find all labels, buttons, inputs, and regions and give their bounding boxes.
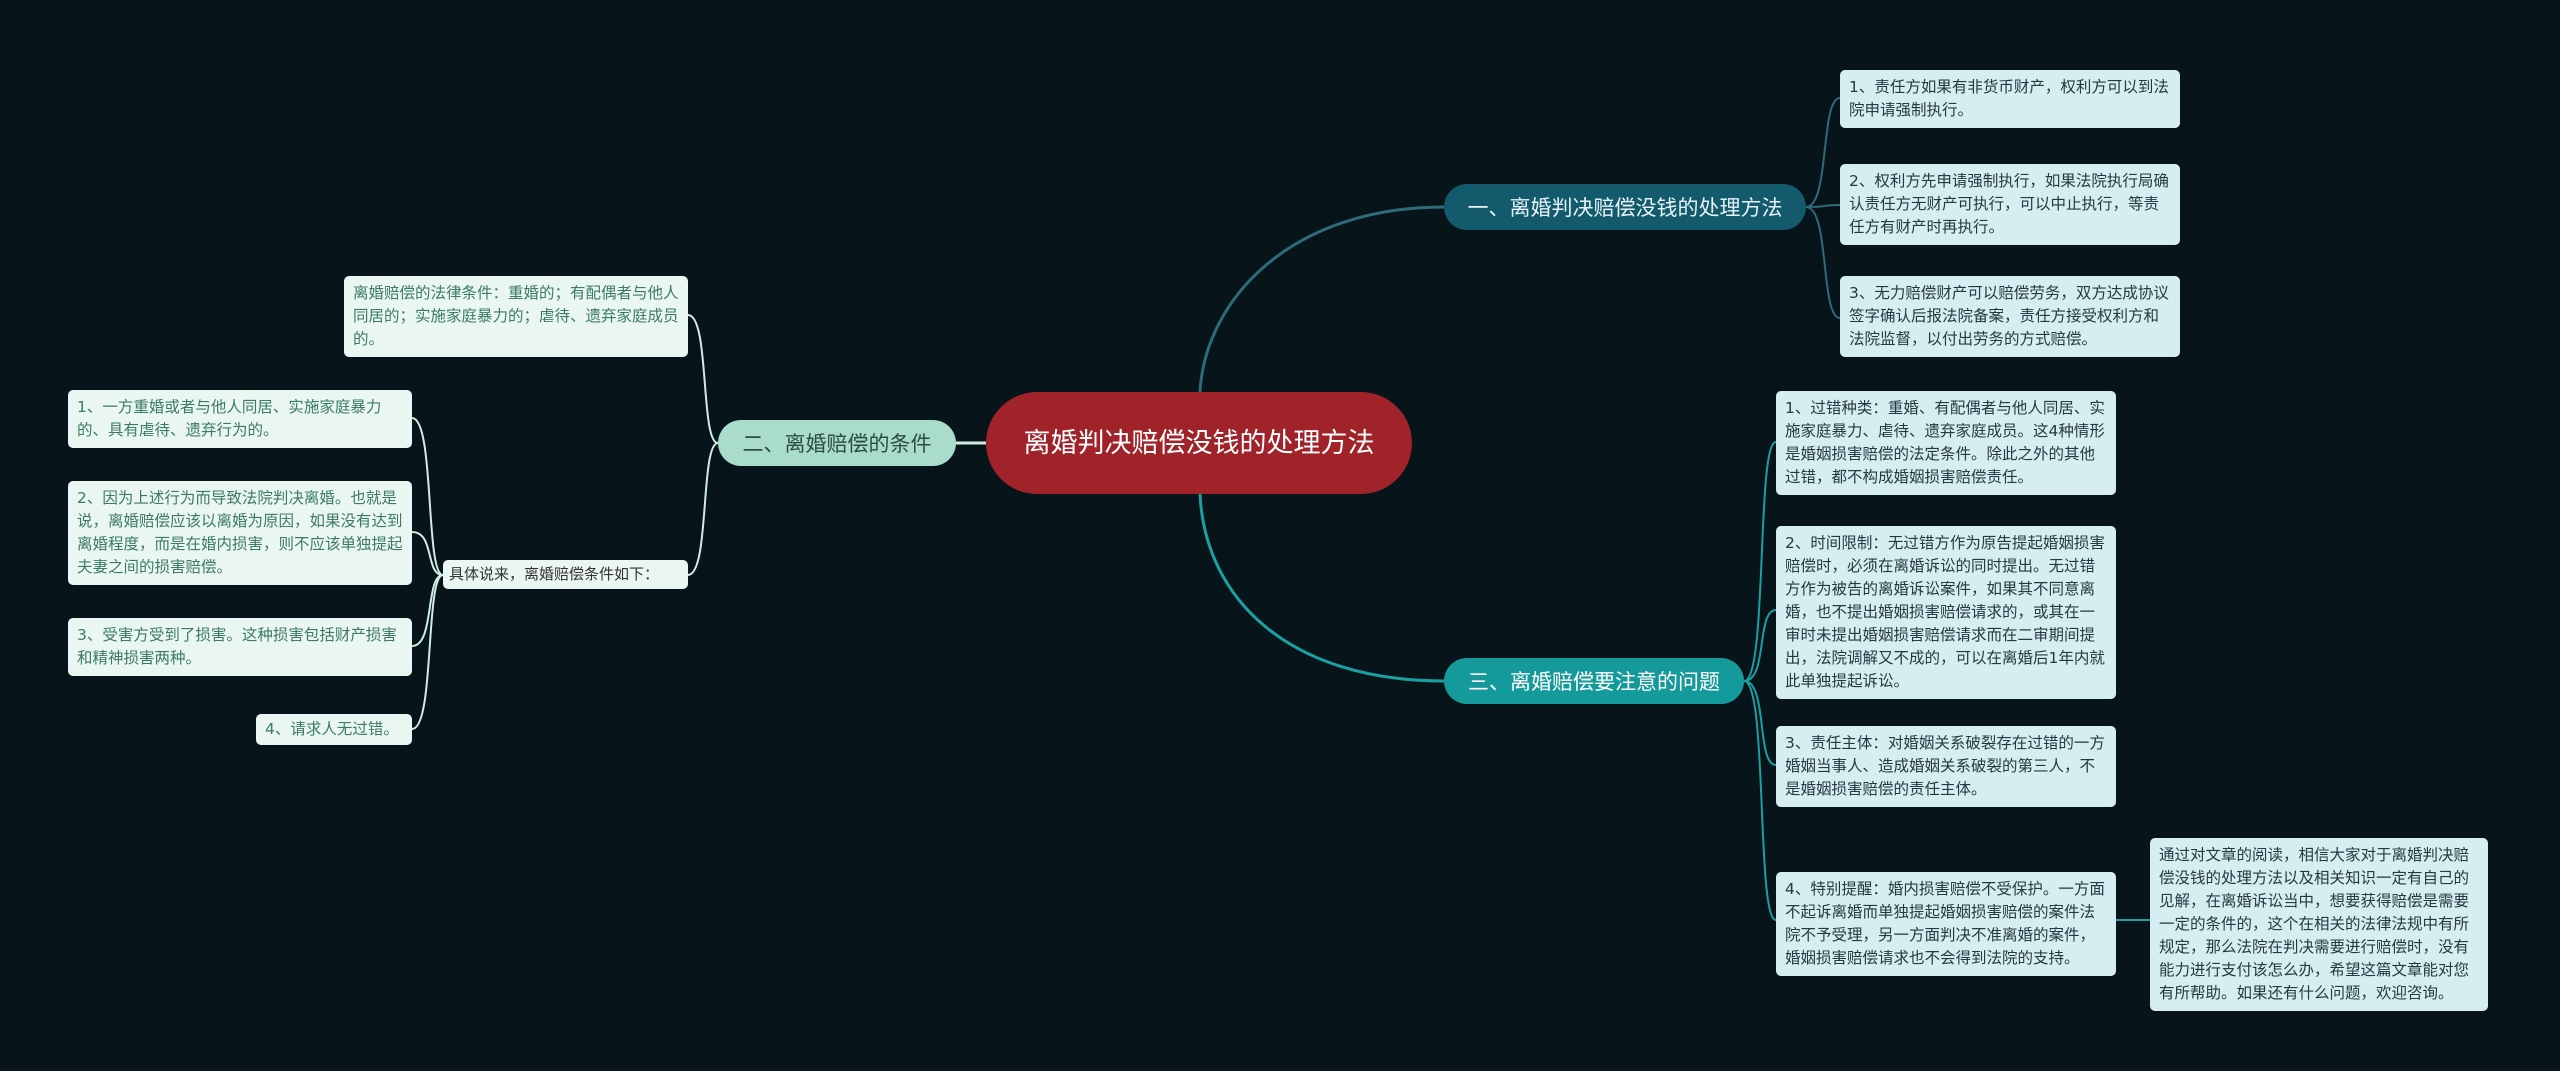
- branch-issues-to-note[interactable]: 三、离婚赔偿要注意的问题: [1444, 658, 1744, 704]
- leaf-condition-3[interactable]: 3、受害方受到了损害。这种损害包括财产损害和精神损害两种。: [68, 618, 412, 676]
- connector-b1-leaf1: [1805, 97, 1841, 208]
- root-topic[interactable]: 离婚判决赔偿没钱的处理方法: [986, 392, 1412, 494]
- connector-specific-item2: [411, 531, 444, 576]
- connector-root-branch1: [1198, 205, 1445, 393]
- leaf-b3-item-1[interactable]: 1、过错种类：重婚、有配偶者与他人同居、实施家庭暴力、虐待、遗弃家庭成员。这4种…: [1776, 391, 2116, 495]
- connector-b3-leaf4: [1743, 680, 1777, 921]
- connector-b3-leaf3: [1743, 680, 1777, 766]
- connector-specific-item3: [411, 574, 444, 647]
- leaf-condition-2[interactable]: 2、因为上述行为而导致法院判决离婚。也就是说，离婚赔偿应该以离婚为原因，如果没有…: [68, 481, 412, 585]
- leaf-condition-4[interactable]: 4、请求人无过错。: [256, 714, 412, 745]
- branch-handling-methods[interactable]: 一、离婚判决赔偿没钱的处理方法: [1444, 184, 1806, 230]
- leaf-legal-conditions[interactable]: 离婚赔偿的法律条件：重婚的；有配偶者与他人同居的；实施家庭暴力的；虐待、遗弃家庭…: [344, 276, 688, 357]
- leaf-b3-item-4[interactable]: 4、特别提醒：婚内损害赔偿不受保护。一方面不起诉离婚而单独提起婚姻损害赔偿的案件…: [1776, 872, 2116, 976]
- connector-b1-leaf2: [1805, 204, 1841, 208]
- leaf-condition-1[interactable]: 1、一方重婚或者与他人同居、实施家庭暴力的、具有虐待、遗弃行为的。: [68, 390, 412, 448]
- leaf-b1-item-2[interactable]: 2、权利方先申请强制执行，如果法院执行局确认责任方无财产可执行，可以中止执行，等…: [1840, 164, 2180, 245]
- leaf-b1-item-3[interactable]: 3、无力赔偿财产可以赔偿劳务，双方达成协议签字确认后报法院备案，责任方接受权利方…: [1840, 276, 2180, 357]
- connector-specific-item1: [411, 417, 444, 576]
- connector-b3-leaf1: [1743, 441, 1777, 682]
- connector-b1-leaf3: [1805, 206, 1841, 319]
- connector-specific-item4: [411, 574, 444, 730]
- connector-b2-specific: [687, 442, 719, 576]
- leaf-conclusion[interactable]: 通过对文章的阅读，相信大家对于离婚判决赔偿没钱的处理方法以及相关知识一定有自己的…: [2150, 838, 2488, 1011]
- leaf-b3-item-2[interactable]: 2、时间限制：无过错方作为原告提起婚姻损害赔偿时，必须在离婚诉讼的同时提出。无过…: [1776, 526, 2116, 699]
- leaf-specific-conditions[interactable]: 具体说来，离婚赔偿条件如下：: [443, 560, 688, 589]
- connector-b2-legal: [687, 314, 719, 444]
- connector-root-branch3: [1198, 493, 1445, 683]
- connector-b3-leaf2: [1743, 609, 1777, 682]
- leaf-b1-item-1[interactable]: 1、责任方如果有非货币财产，权利方可以到法院申请强制执行。: [1840, 70, 2180, 128]
- leaf-b3-item-3[interactable]: 3、责任主体：对婚姻关系破裂存在过错的一方婚姻当事人、造成婚姻关系破裂的第三人，…: [1776, 726, 2116, 807]
- branch-compensation-conditions[interactable]: 二、离婚赔偿的条件: [718, 420, 956, 466]
